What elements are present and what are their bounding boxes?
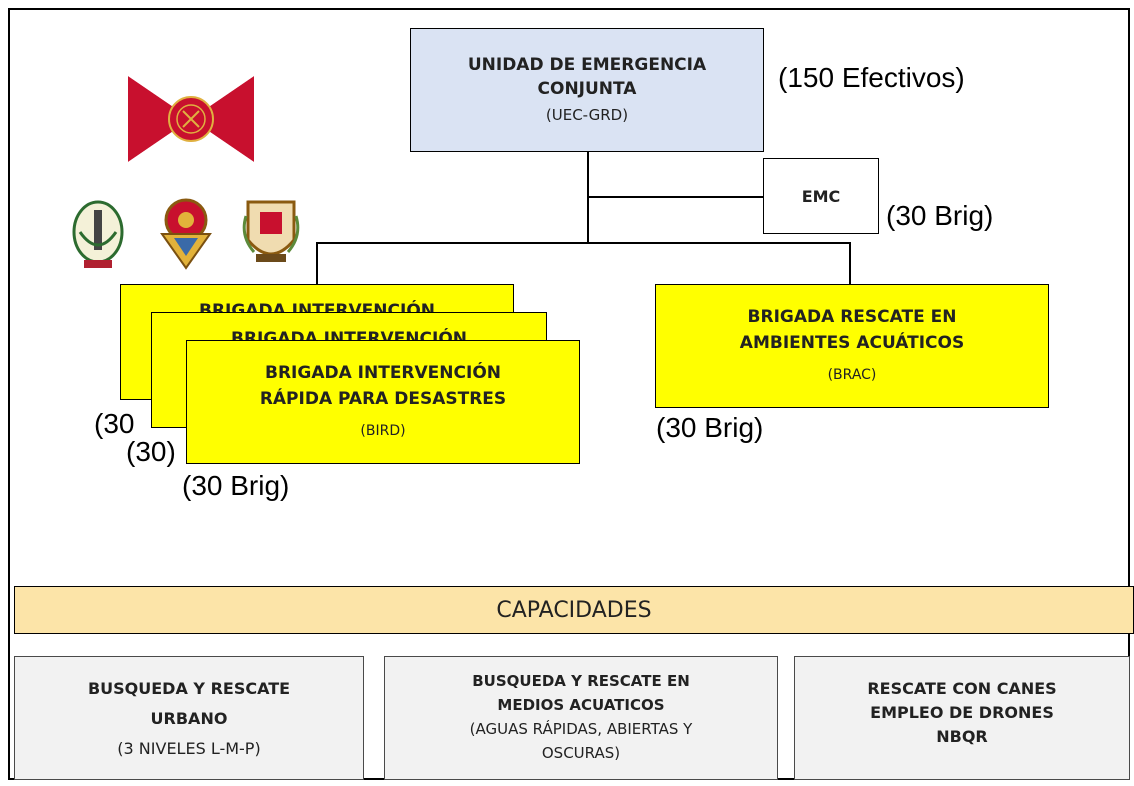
bird-box: BRIGADA INTERVENCIÓN RÁPIDA PARA DESASTR… bbox=[186, 340, 580, 464]
root-unit-title-line2: CONJUNTA bbox=[537, 79, 637, 99]
connector-emc bbox=[587, 196, 763, 198]
brac-title-line1: BRIGADA RESCATE EN bbox=[747, 307, 957, 327]
emc-label: EMC bbox=[801, 186, 841, 206]
bird-title-line1: BRIGADA INTERVENCIÓN bbox=[265, 363, 501, 383]
capacity-urban-rescue: BUSQUEDA Y RESCATE URBANO (3 NIVELES L-M… bbox=[14, 656, 364, 780]
capacity-aquatic-rescue: BUSQUEDA Y RESCATE EN MEDIOS ACUATICOS (… bbox=[384, 656, 778, 780]
connector-root-down bbox=[587, 152, 589, 244]
capacity-1-line1: BUSQUEDA Y RESCATE bbox=[87, 679, 291, 698]
bird-count: (30 Brig) bbox=[182, 470, 290, 501]
capacity-2-line4: OSCURAS) bbox=[541, 744, 621, 762]
emc-box: EMC bbox=[763, 158, 879, 234]
brac-count: (30 Brig) bbox=[656, 412, 764, 443]
capacity-2-line3: (AGUAS RÁPIDAS, ABIERTAS Y bbox=[469, 720, 693, 738]
brac-box: BRIGADA RESCATE EN AMBIENTES ACUÁTICOS (… bbox=[655, 284, 1049, 408]
capacity-1-line3: (3 NIVELES L-M-P) bbox=[117, 739, 261, 758]
capacity-1-line2: URBANO bbox=[150, 709, 228, 728]
capacity-3-line1: RESCATE CON CANES bbox=[867, 679, 1057, 698]
capacidades-title: CAPACIDADES bbox=[496, 597, 652, 623]
root-unit-box: UNIDAD DE EMERGENCIA CONJUNTA (UEC-GRD) bbox=[410, 28, 764, 152]
capacity-canine-drones: RESCATE CON CANES EMPLEO DE DRONES NBQR bbox=[794, 656, 1130, 780]
navy-emblem-icon bbox=[242, 200, 300, 262]
brac-acronym: (BRAC) bbox=[827, 367, 877, 383]
brac-title-line2: AMBIENTES ACUÁTICOS bbox=[739, 333, 965, 353]
bird-back-count-2: (30) bbox=[126, 436, 176, 467]
bird-acronym: (BIRD) bbox=[360, 423, 406, 439]
air-force-emblem-icon bbox=[160, 198, 212, 270]
bird-title-line2: RÁPIDA PARA DESASTRES bbox=[259, 389, 507, 409]
capacity-2-line1: BUSQUEDA Y RESCATE EN bbox=[472, 672, 690, 690]
emc-count: (30 Brig) bbox=[886, 200, 994, 231]
root-unit-title-line1: UNIDAD DE EMERGENCIA bbox=[467, 55, 707, 75]
connector-horizontal bbox=[316, 242, 851, 244]
capacity-3-line3: NBQR bbox=[936, 727, 988, 746]
army-flag-logo bbox=[128, 76, 254, 162]
army-emblem-icon bbox=[72, 200, 124, 268]
connector-left-drop bbox=[316, 242, 318, 284]
connector-right-drop bbox=[849, 242, 851, 284]
capacity-3-line2: EMPLEO DE DRONES bbox=[870, 703, 1054, 722]
root-unit-acronym: (UEC-GRD) bbox=[545, 106, 629, 124]
capacity-2-line2: MEDIOS ACUATICOS bbox=[497, 696, 665, 714]
bird-back-count-1: (30 bbox=[94, 408, 135, 439]
capacidades-header: CAPACIDADES bbox=[14, 586, 1134, 634]
root-unit-count: (150 Efectivos) bbox=[778, 62, 965, 93]
